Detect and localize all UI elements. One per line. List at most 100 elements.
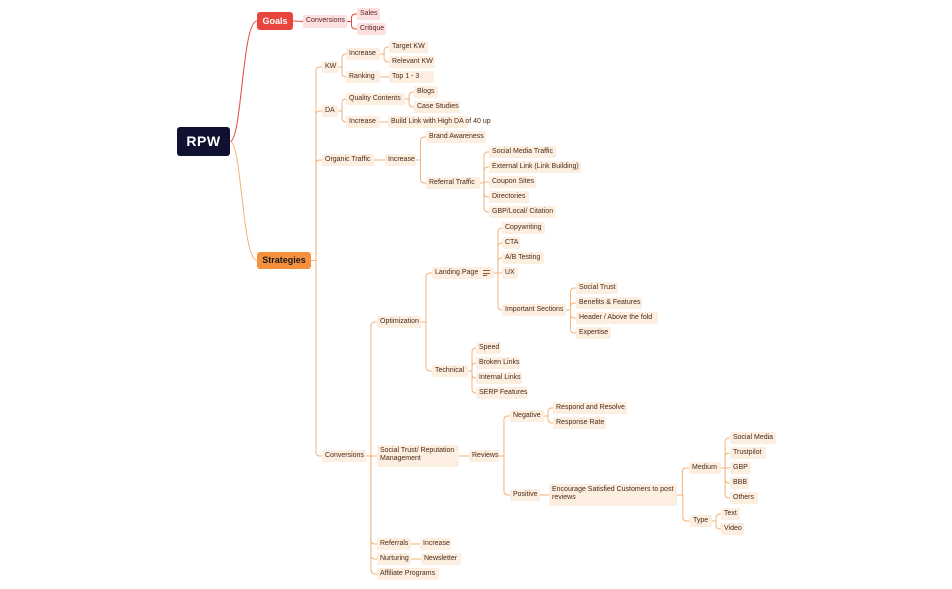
connector-text-node (712, 513, 721, 522)
goals-conversions-node[interactable]: Conversions (303, 15, 347, 28)
connector-medium-node (677, 467, 689, 496)
kw-node[interactable]: KW (322, 61, 338, 73)
response-rate-node[interactable]: Response Rate (553, 417, 606, 429)
connector-referrals-node (366, 455, 377, 545)
video-node[interactable]: Video (721, 523, 744, 535)
social-media-node[interactable]: Social Media (730, 432, 776, 444)
connector-social-media-node (721, 437, 730, 469)
connector-benefits-features-node (566, 302, 576, 311)
ab-testing-node[interactable]: A/B Testing (502, 252, 544, 264)
organic-traffic-node[interactable]: Organic Traffic (322, 154, 374, 166)
trustpilot-node[interactable]: Trustpilot (730, 447, 766, 459)
connector-goals-node (229, 20, 258, 142)
positive-node[interactable]: Positive (510, 489, 540, 501)
top-1-3-node[interactable]: Top 1 - 3 (389, 71, 434, 83)
gbp-local-citation-node[interactable]: GBP/Local/ Citation (489, 206, 556, 218)
connector-trustpilot-node (721, 452, 730, 469)
coupon-sites-node[interactable]: Coupon Sites (489, 176, 536, 188)
text-node[interactable]: Text (721, 508, 740, 520)
medium-node[interactable]: Medium (689, 462, 721, 474)
quality-contents-node[interactable]: Quality Contents (346, 93, 405, 105)
goals-sales-node[interactable]: Sales (357, 8, 380, 20)
connector-quality-contents-node (338, 98, 347, 112)
connector-goals-sales-node (347, 13, 357, 22)
connector-da-node (311, 110, 322, 261)
copywriting-node[interactable]: Copywriting (502, 222, 545, 234)
connector-important-sections-node (494, 272, 503, 311)
strategies-conversions-node[interactable]: Conversions (322, 450, 366, 462)
social-media-traffic-node[interactable]: Social Media Traffic (489, 146, 556, 158)
benefits-features-node[interactable]: Benefits & Features (576, 297, 642, 309)
ux-node[interactable]: UX (502, 267, 518, 279)
nurturing-node[interactable]: Nurturing (377, 553, 411, 565)
goals-node[interactable]: Goals (257, 12, 293, 30)
target-kw-node[interactable]: Target KW (389, 41, 428, 53)
blogs-node[interactable]: Blogs (414, 86, 438, 98)
affiliate-programs-node[interactable]: Affiliate Programs (377, 568, 439, 580)
connector-strategies-conversions-node (311, 260, 322, 457)
case-studies-node[interactable]: Case Studies (414, 101, 460, 113)
respond-resolve-node[interactable]: Respond and Resolve (553, 402, 627, 414)
landing-page-node[interactable]: Landing Page (432, 267, 494, 279)
da-node[interactable]: DA (322, 105, 338, 117)
reputation-management-node[interactable]: Social Trust/ Reputation Management (377, 445, 459, 467)
encourage-reviews-node[interactable]: Encourage Satisfied Customers to post re… (549, 484, 677, 506)
connector-expertise-node (566, 309, 576, 334)
serp-features-node[interactable]: SERP Features (476, 387, 528, 399)
connector-optimization-node (366, 321, 377, 457)
connector-broken-links-node (468, 362, 477, 372)
connector-social-trust-node (566, 287, 576, 311)
negative-node[interactable]: Negative (510, 410, 544, 422)
build-link-node[interactable]: Build Link with High DA of 40 up (388, 116, 491, 128)
important-sections-node[interactable]: Important Sections (502, 304, 566, 316)
bbb-node[interactable]: BBB (730, 477, 749, 489)
strategies-node[interactable]: Strategies (257, 252, 311, 269)
referrals-node[interactable]: Referrals (377, 538, 411, 550)
header-above-fold-node[interactable]: Header / Above the fold (576, 312, 658, 324)
type-node[interactable]: Type (690, 515, 712, 527)
connector-copywriting-node (494, 227, 503, 274)
note-icon[interactable] (483, 270, 490, 276)
relevant-kw-node[interactable]: Relevant KW (389, 56, 435, 68)
connector-goals-conversions-node (292, 20, 304, 22)
connector-positive-node (499, 455, 510, 496)
connector-blogs-node (405, 91, 414, 100)
reviews-node[interactable]: Reviews (469, 450, 499, 462)
newsletter-node[interactable]: Newsletter (421, 553, 461, 565)
expertise-node[interactable]: Expertise (576, 327, 611, 339)
technical-node[interactable]: Technical (432, 365, 468, 377)
connector-target-kw-node (380, 46, 389, 55)
others-node[interactable]: Others (730, 492, 758, 504)
social-trust-node[interactable]: Social Trust (576, 282, 618, 294)
goals-critique-node[interactable]: Critique (357, 23, 386, 35)
connector-kw-increase-node (338, 53, 347, 68)
cta-node[interactable]: CTA (502, 237, 520, 249)
broken-links-node[interactable]: Broken Links (476, 357, 520, 369)
referral-traffic-node[interactable]: Referral Traffic (426, 177, 480, 189)
connector-referral-traffic-node (416, 159, 426, 184)
external-link-node[interactable]: External Link (Link Building) (489, 161, 581, 173)
kw-ranking-node[interactable]: Ranking (346, 71, 380, 83)
connector-relevant-kw-node (380, 53, 389, 63)
kw-increase-node[interactable]: Increase (346, 48, 380, 60)
connector-strategies-node (229, 141, 258, 261)
internal-links-node[interactable]: Internal Links (476, 372, 522, 384)
connector-brand-awareness-node (416, 136, 426, 161)
connector-serp-features-node (468, 370, 477, 394)
speed-node[interactable]: Speed (476, 342, 501, 354)
referrals-increase-node[interactable]: Increase (420, 538, 451, 550)
da-increase-node[interactable]: Increase (346, 116, 380, 128)
gbp-node[interactable]: GBP (730, 462, 751, 474)
root-node[interactable]: RPW (177, 127, 230, 156)
directories-node[interactable]: Directories (489, 191, 529, 203)
organic-increase-node[interactable]: Increase (385, 154, 416, 166)
connector-video-node (712, 520, 721, 530)
connector-respond-resolve-node (544, 407, 553, 417)
connector-response-rate-node (544, 415, 553, 424)
brand-awareness-node[interactable]: Brand Awareness (426, 131, 486, 143)
connector-goals-critique-node (347, 21, 357, 30)
optimization-node[interactable]: Optimization (377, 316, 421, 328)
connector-negative-node (499, 415, 510, 457)
